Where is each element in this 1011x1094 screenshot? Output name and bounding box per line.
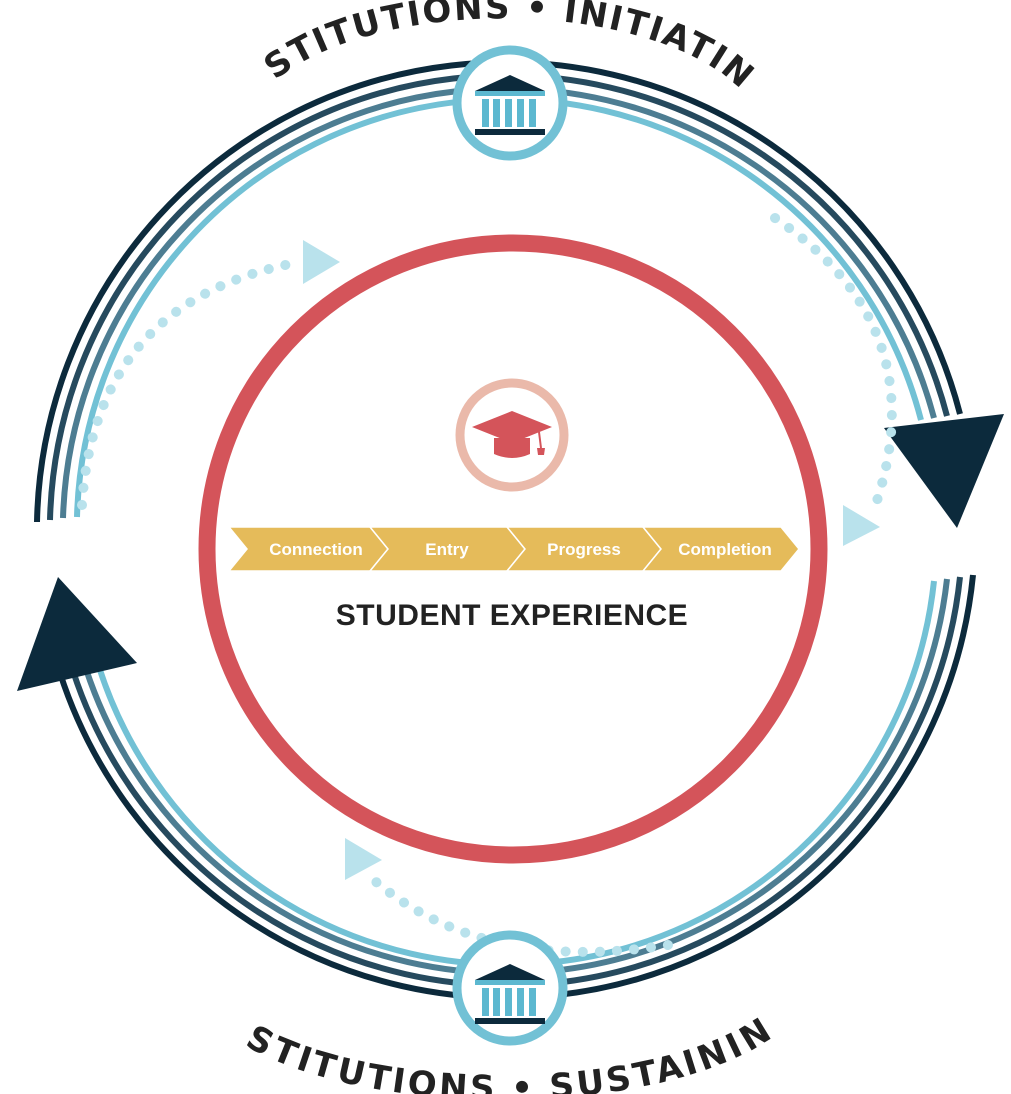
step-entry-label: Entry <box>425 540 469 559</box>
dotted-arrow-right <box>770 213 897 546</box>
step-entry: Entry <box>368 526 526 572</box>
step-connection-label: Connection <box>269 540 363 559</box>
process-chevrons: Connection Entry Progress Completion <box>227 526 800 572</box>
graduation-cap-icon <box>455 378 569 492</box>
step-completion: Completion <box>641 526 800 572</box>
center-title: STUDENT EXPERIENCE <box>336 599 688 632</box>
institution-icon <box>452 930 568 1046</box>
step-progress-label: Progress <box>547 540 621 559</box>
institution-icon <box>452 45 568 161</box>
step-connection: Connection <box>227 526 389 572</box>
dotted-arrow-upper-left <box>77 240 340 510</box>
cycle-arrowhead-left <box>17 577 137 691</box>
cycle-arrowhead-right <box>884 414 1004 528</box>
step-progress: Progress <box>505 526 662 572</box>
step-completion-label: Completion <box>678 540 772 559</box>
